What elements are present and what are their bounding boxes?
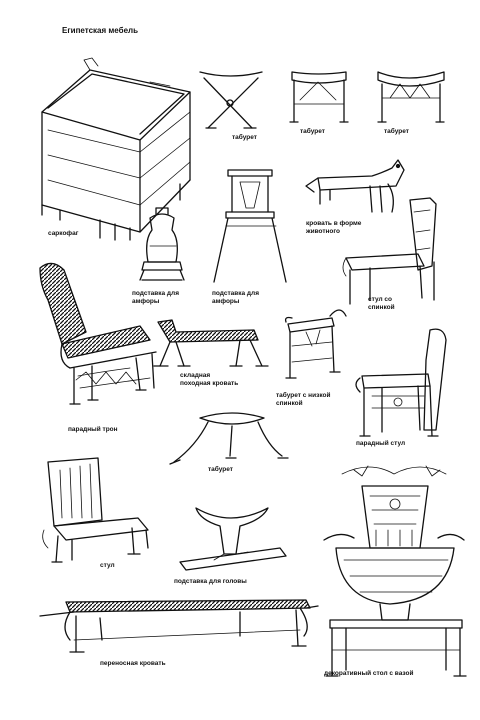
- caption-animal-bed: кровать в форме животного: [306, 220, 361, 236]
- stool-drawing: [289, 71, 349, 123]
- caption-line: складная: [180, 372, 211, 379]
- caption-throne: парадный трон: [68, 426, 118, 433]
- caption-vase-table: декоративный стол с вазой: [324, 670, 414, 677]
- caption-line: спинкой: [276, 400, 303, 407]
- caption-line: амфоры: [132, 298, 160, 305]
- chair-drawing: [42, 457, 149, 563]
- animal-bed-drawing: [305, 159, 405, 213]
- caption-folding-bed: складная походная кровать: [180, 372, 238, 388]
- caption-line: табурет с низкой: [276, 392, 331, 399]
- caption-chair: стул: [100, 562, 115, 569]
- caption-line: кровать в форме: [306, 220, 362, 227]
- folding-bed-drawing: [153, 319, 269, 367]
- caption-tall-amphora-stand: подставка для амфоры: [212, 290, 259, 306]
- caption-stool: табурет: [300, 128, 325, 135]
- caption-headrest: подставка для головы: [174, 578, 247, 585]
- caption-stool-2: табурет: [384, 128, 409, 135]
- caption-line: стул со: [368, 296, 393, 303]
- caption-chair-with-back: стул со спинкой: [368, 296, 395, 312]
- caption-line: подставка для: [212, 290, 259, 297]
- three-leg-stool-drawing: [169, 412, 289, 465]
- caption-line: амфоры: [212, 298, 240, 305]
- caption-line: походная кровать: [180, 380, 239, 387]
- stool-drawing-2: [377, 71, 445, 123]
- caption-portable-bed: переносная кровать: [100, 660, 166, 667]
- caption-line: животного: [306, 228, 340, 235]
- folding-stool-drawing: [199, 71, 263, 129]
- vase-table-drawing: [323, 465, 467, 677]
- caption-line: подставка для: [132, 290, 179, 297]
- amphora-stand-drawing: [139, 207, 185, 281]
- caption-sarcophagus: саркофаг: [48, 230, 79, 237]
- portable-bed-drawing: [39, 599, 319, 653]
- caption-stool-folding: табурет: [232, 134, 257, 141]
- ceremonial-chair-drawing: [355, 328, 447, 437]
- caption-ceremonial-chair: парадный стул: [356, 440, 406, 447]
- page-title: Египетская мебель: [62, 26, 139, 35]
- caption-line: спинкой: [368, 304, 395, 311]
- caption-low-back-stool: табурет с низкой спинкой: [276, 392, 330, 408]
- sarcophagus-drawing: [41, 57, 191, 241]
- headrest-drawing: [179, 507, 287, 571]
- chair-with-back-drawing: [342, 197, 437, 305]
- throne-drawing: [39, 262, 157, 405]
- low-back-stool-drawing: [284, 309, 347, 379]
- caption-amphora-stand: подставка для амфоры: [132, 290, 179, 306]
- caption-three-leg-stool: табурет: [208, 466, 233, 473]
- tall-amphora-stand-drawing: [213, 169, 287, 283]
